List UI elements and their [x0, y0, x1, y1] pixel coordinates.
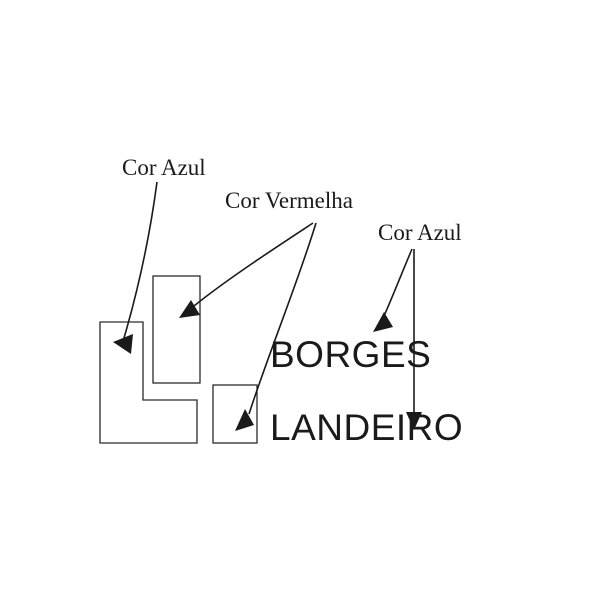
- arrow-azul-landeiro-head: [406, 412, 422, 430]
- logo-word-landeiro: LANDEIRO: [270, 407, 463, 448]
- arrow-vermelha-small-head: [235, 409, 254, 431]
- arrow-vermelha-small-line: [248, 222, 317, 415]
- arrow-azul-left-head: [113, 334, 133, 354]
- arrow-azul-left-line: [123, 181, 158, 339]
- logo-l-shape: [99, 321, 198, 444]
- arrow-vermelha-tall-line: [193, 222, 314, 307]
- arrow-vermelha-tall-head: [179, 300, 200, 318]
- arrow-azul-borges-head: [373, 312, 393, 332]
- label-cor-vermelha: Cor Vermelha: [225, 188, 353, 213]
- logo-tall-rect: [152, 275, 201, 384]
- label-cor-azul-left: Cor Azul: [122, 155, 206, 180]
- arrow-azul-borges-line: [383, 248, 413, 317]
- label-cor-azul-right: Cor Azul: [378, 220, 462, 245]
- logo-word-borges: BORGES: [270, 334, 431, 375]
- logo-small-rect: [212, 384, 258, 444]
